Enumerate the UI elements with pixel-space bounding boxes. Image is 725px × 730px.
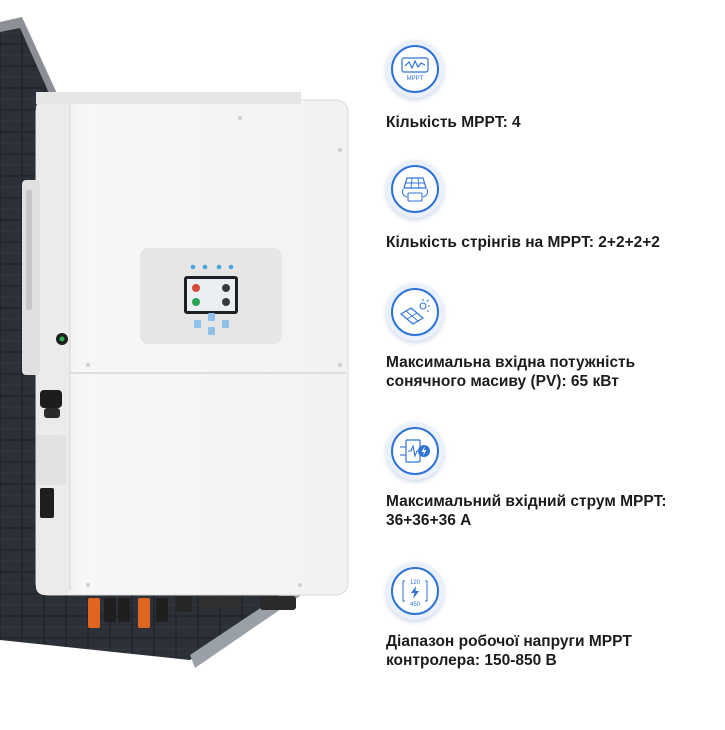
inverter-illustration <box>0 17 349 668</box>
solar-array-sun-icon <box>386 283 444 341</box>
spec-text-pv-power: Максимальна вхідна потужність сонячного … <box>386 354 636 390</box>
current-input-icon <box>386 422 444 480</box>
voltage-icon-top: 120 <box>410 580 421 586</box>
solar-panel-strings-icon <box>386 160 444 218</box>
spec-list: MPPT Кількість MPPT: 4 Кількість стрінгі… <box>378 0 718 725</box>
mppt-icon-text: MPPT <box>407 76 424 82</box>
connector-orange <box>88 598 100 628</box>
spec-text-strings: Кількість стрінгів на MPPT: 2+2+2+2 <box>386 234 660 251</box>
spec-text-voltage-range: Діапазон робочої напруги MPPT контролера… <box>386 633 632 669</box>
mppt-waveform-icon: MPPT <box>386 40 444 98</box>
connector-orange <box>138 598 150 628</box>
inverter-body <box>35 99 349 596</box>
spec-text-mppt-count: Кількість MPPT: 4 <box>386 114 521 131</box>
product-image <box>0 17 349 668</box>
voltage-range-icon: 120 450 <box>386 562 444 620</box>
spec-text-max-current: Максимальний вхідний струм MPPT: 36+36+3… <box>386 493 667 529</box>
voltage-icon-bottom: 450 <box>410 602 421 607</box>
